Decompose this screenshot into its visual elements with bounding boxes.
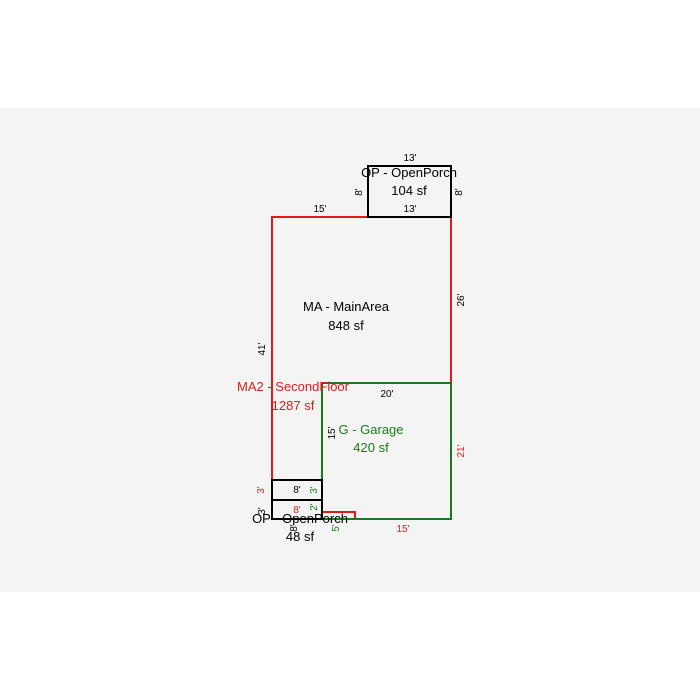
main-area-area: 848 sf — [328, 318, 364, 333]
dim-small-left: 3' — [256, 486, 267, 494]
porch-bottom-name: OP - OpenPorch — [252, 511, 348, 526]
porch-top-name: OP - OpenPorch — [361, 165, 457, 180]
garage-outline — [321, 382, 452, 520]
dim-porch-bottom-left: 3' — [257, 507, 268, 515]
dim-porch-top-right: 8' — [454, 188, 465, 196]
dim-porch-bottom-bottom: 8' — [289, 524, 300, 532]
dim-garage-bottom: 15' — [396, 524, 409, 535]
main-area-outline — [271, 216, 368, 480]
dim-main-left: 41' — [257, 342, 268, 355]
dim-main-right: 26' — [456, 293, 467, 306]
dim-small-top: 8' — [293, 485, 301, 496]
porch-bottom-area: 48 sf — [286, 529, 315, 544]
dim-main-top: 15' — [313, 204, 326, 215]
dim-garage-left: 15' — [327, 426, 338, 439]
second-floor-name: MA2 - SecondFloor — [237, 379, 350, 394]
dim-porch-top-bottom: 13' — [403, 204, 416, 215]
porch-top-outline — [367, 165, 452, 218]
garage-area: 420 sf — [353, 440, 389, 455]
second-floor-area: 1287 sf — [272, 398, 315, 413]
dim-garage-right: 21' — [456, 444, 467, 457]
dim-garage-top: 20' — [380, 389, 393, 400]
dim-porch-top-left: 8' — [354, 188, 365, 196]
main-area-notch — [322, 511, 356, 519]
dim-small-inner-right: 2' — [309, 503, 320, 511]
dim-small-right: 3' — [309, 486, 320, 494]
porch-top-area: 104 sf — [391, 183, 427, 198]
dim-notch-width: 5' — [331, 524, 342, 532]
main-area-name: MA - MainArea — [303, 299, 390, 314]
porch-bottom-outline — [271, 499, 323, 520]
dim-porch-top-top: 13' — [403, 153, 416, 164]
dim-small-inner-top: 8' — [293, 505, 301, 516]
garage-name: G - Garage — [338, 422, 403, 437]
